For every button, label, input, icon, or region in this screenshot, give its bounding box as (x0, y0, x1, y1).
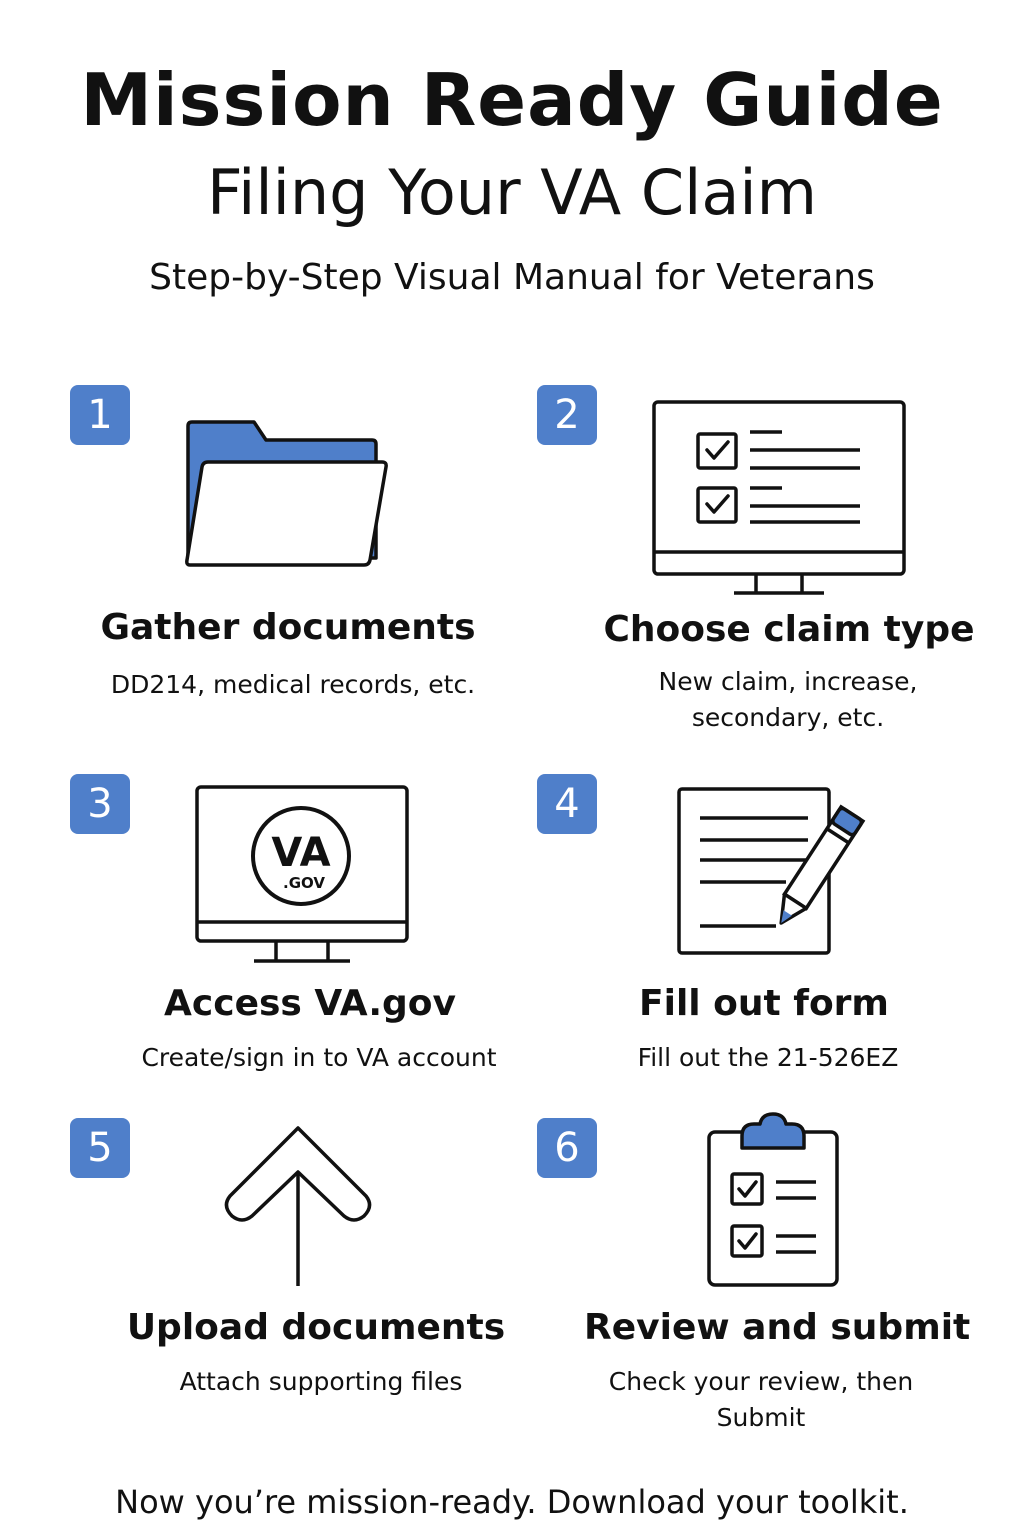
step-6-title: Review and submit (584, 1307, 971, 1348)
clipboard-checklist-icon (707, 1112, 839, 1287)
step-2-desc: New claim, increase, secondary, etc. (658, 667, 918, 732)
va-logo-subtext: .GOV (283, 874, 325, 892)
step-1-desc: DD214, medical records, etc. (110, 670, 476, 699)
upload-arrow-icon (224, 1126, 372, 1286)
step-5-title: Upload documents (126, 1307, 506, 1348)
form-pencil-icon (677, 787, 866, 955)
step-3-title: Access VA.gov (164, 983, 456, 1024)
step-3-badge: 3 (70, 774, 130, 834)
step-6-badge: 6 (537, 1118, 597, 1178)
step-1-badge: 1 (70, 385, 130, 445)
page-subtitle: Filing Your VA Claim (207, 156, 817, 229)
step-1-title: Gather documents (100, 607, 476, 648)
step-2-title: Choose claim type (603, 609, 975, 650)
va-logo-text: VA (271, 830, 330, 876)
page-title: Mission Ready Guide (80, 58, 944, 142)
checklist-monitor-icon (652, 400, 906, 595)
step-6-desc: Check your review, then Submit (608, 1367, 914, 1432)
step-4-desc: Fill out the 21-526EZ (637, 1043, 899, 1072)
va-monitor-icon: VA .GOV (195, 785, 409, 963)
step-4-title: Fill out form (639, 983, 889, 1024)
folder-icon (185, 420, 388, 567)
step-5-badge: 5 (70, 1118, 130, 1178)
footer-message: Now you’re mission-ready. Download your … (115, 1483, 909, 1521)
step-2-badge: 2 (537, 385, 597, 445)
step-5-desc: Attach supporting files (179, 1367, 463, 1396)
step-3-desc: Create/sign in to VA account (141, 1043, 497, 1072)
page-tagline: Step-by-Step Visual Manual for Veterans (149, 257, 875, 298)
step-4-badge: 4 (537, 774, 597, 834)
